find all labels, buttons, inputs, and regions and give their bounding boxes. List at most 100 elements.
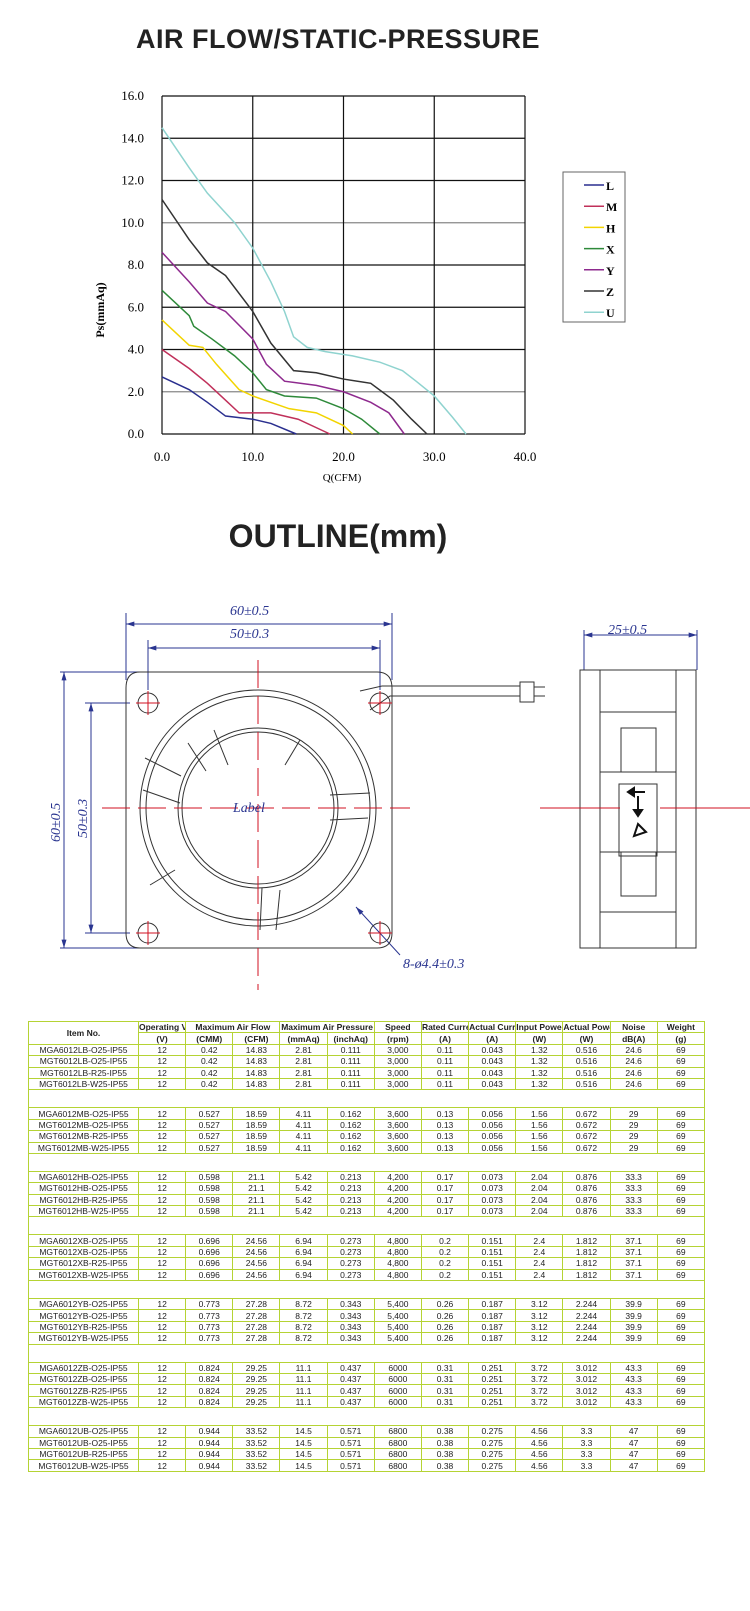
value-cell: 1.56 xyxy=(515,1130,564,1143)
value-cell: 2.04 xyxy=(515,1170,564,1184)
unit-cell: dB(A) xyxy=(609,1032,658,1045)
value-cell: 12 xyxy=(137,1447,187,1461)
x-tick-label: 10.0 xyxy=(241,449,264,464)
value-cell: 0.824 xyxy=(185,1395,234,1409)
header-air-flow: Maximum Air Flow xyxy=(185,1020,281,1034)
value-cell: 0.275 xyxy=(468,1425,517,1438)
value-cell: 11.1 xyxy=(279,1384,328,1397)
value-cell: 14.83 xyxy=(232,1043,281,1057)
value-cell: 3.12 xyxy=(515,1332,564,1345)
value-cell: 6.94 xyxy=(279,1245,328,1259)
value-cell: 12 xyxy=(137,1182,187,1195)
value-cell: 3.012 xyxy=(562,1384,611,1397)
y-tick-label: 8.0 xyxy=(128,257,144,272)
value-cell: 6800 xyxy=(373,1447,422,1461)
value-cell: 69 xyxy=(656,1436,706,1449)
spacer-row xyxy=(28,1089,706,1109)
y-tick-labels: 0.02.04.06.08.010.012.014.016.0 xyxy=(121,88,144,441)
value-cell: 0.38 xyxy=(420,1459,470,1472)
table-units-row: (V)(CMM)(CFM)(mmAq)(inchAq)(rpm)(A)(A)(W… xyxy=(29,1032,706,1045)
value-cell: 0.31 xyxy=(420,1361,470,1375)
header-actual-power: Actual Power xyxy=(562,1020,611,1034)
value-cell: 69 xyxy=(656,1130,706,1143)
value-cell: 43.3 xyxy=(609,1395,658,1409)
y-tick-label: 12.0 xyxy=(121,173,144,188)
value-cell: 0.773 xyxy=(185,1309,234,1322)
value-cell: 0.773 xyxy=(185,1332,234,1345)
model-cell: MGT6012XB-W25-IP55 xyxy=(28,1268,139,1282)
value-cell: 69 xyxy=(656,1298,706,1311)
value-cell: 2.4 xyxy=(515,1245,564,1259)
value-cell: 39.9 xyxy=(609,1309,658,1322)
value-cell: 0.213 xyxy=(326,1170,375,1184)
value-cell: 3.012 xyxy=(562,1372,611,1386)
legend-label-L: L xyxy=(606,179,614,193)
legend-label-Z: Z xyxy=(606,285,614,299)
value-cell: 0.073 xyxy=(468,1170,517,1184)
value-cell: 0.275 xyxy=(468,1436,517,1449)
value-cell: 0.13 xyxy=(420,1130,470,1143)
value-cell: 37.1 xyxy=(609,1268,658,1282)
value-cell: 5,400 xyxy=(373,1320,422,1334)
legend-label-M: M xyxy=(606,200,617,214)
value-cell: 69 xyxy=(656,1205,706,1218)
value-cell: 8.72 xyxy=(279,1309,328,1322)
value-cell: 0.672 xyxy=(562,1141,611,1154)
series-line-U xyxy=(161,127,467,435)
y-tick-label: 16.0 xyxy=(121,88,144,103)
value-cell: 1.812 xyxy=(562,1268,611,1282)
value-cell: 0.527 xyxy=(185,1118,234,1132)
value-cell: 27.28 xyxy=(232,1332,281,1345)
value-cell: 4.56 xyxy=(515,1459,564,1472)
value-cell: 6800 xyxy=(373,1425,422,1438)
value-cell: 29 xyxy=(609,1130,658,1143)
value-cell: 2.244 xyxy=(562,1320,611,1334)
spacer-row xyxy=(28,1407,706,1427)
value-cell: 0.2 xyxy=(420,1245,470,1259)
value-cell: 2.4 xyxy=(515,1257,564,1270)
model-cell: MGT6012ZB-W25-IP55 xyxy=(28,1395,139,1409)
value-cell: 3,600 xyxy=(373,1141,422,1154)
value-cell: 0.437 xyxy=(326,1384,375,1397)
spacer-row xyxy=(28,1343,706,1363)
value-cell: 0.571 xyxy=(326,1459,375,1472)
recycle-icon xyxy=(632,822,648,838)
value-cell: 0.26 xyxy=(420,1298,470,1311)
unit-cell: (V) xyxy=(137,1032,187,1045)
value-cell: 4,800 xyxy=(373,1234,422,1247)
value-cell: 18.59 xyxy=(232,1107,281,1120)
value-cell: 0.11 xyxy=(420,1055,470,1068)
series-line-H xyxy=(161,319,354,435)
value-cell: 69 xyxy=(656,1268,706,1282)
value-cell: 18.59 xyxy=(232,1130,281,1143)
value-cell: 0.2 xyxy=(420,1268,470,1282)
unit-cell: (W) xyxy=(515,1032,564,1045)
value-cell: 43.3 xyxy=(609,1384,658,1397)
value-cell: 11.1 xyxy=(279,1395,328,1409)
value-cell: 47 xyxy=(609,1436,658,1449)
value-cell: 14.5 xyxy=(279,1459,328,1472)
value-cell: 2.81 xyxy=(279,1077,328,1091)
value-cell: 0.696 xyxy=(185,1257,234,1270)
model-cell: MGA6012MB-O25-IP55 xyxy=(28,1107,139,1120)
value-cell: 5,400 xyxy=(373,1298,422,1311)
value-cell: 1.56 xyxy=(515,1118,564,1132)
value-cell: 8.72 xyxy=(279,1332,328,1345)
fan-outline-drawing: 60±0.5 50±0.3 25±0.5 8-ø4.4±0.3 60±0.5 5… xyxy=(49,604,750,990)
value-cell: 0.043 xyxy=(468,1043,517,1057)
value-cell: 69 xyxy=(656,1077,706,1091)
model-cell: MGT6012LB-W25-IP55 xyxy=(28,1077,139,1091)
value-cell: 8.72 xyxy=(279,1320,328,1334)
value-cell: 2.04 xyxy=(515,1182,564,1195)
value-cell: 4.56 xyxy=(515,1447,564,1461)
value-cell: 0.343 xyxy=(326,1309,375,1322)
value-cell: 2.81 xyxy=(279,1043,328,1057)
